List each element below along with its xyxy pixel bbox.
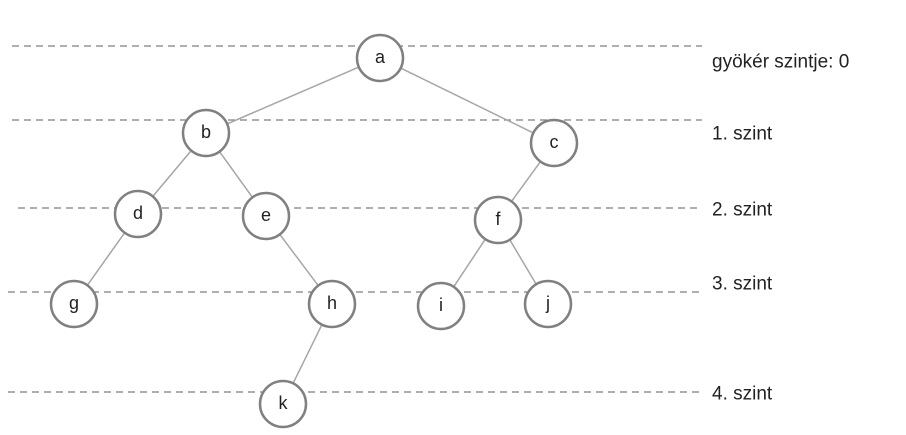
node-circle-d	[113, 189, 163, 239]
node-circle-c	[529, 118, 579, 168]
tree-node-c: c	[529, 118, 579, 168]
edge-a-c	[400, 67, 534, 134]
tree-edges	[86, 66, 542, 384]
node-label-a: a	[375, 47, 386, 67]
level-labels: gyökér szintje: 0 1. szint 2. szint 3. s…	[712, 52, 849, 405]
edge-f-j	[509, 239, 537, 285]
tree-node-i: i	[416, 281, 466, 331]
node-label-i: i	[439, 295, 443, 315]
node-circle-h	[307, 279, 357, 329]
node-label-e: e	[261, 205, 271, 225]
node-circle-a	[355, 33, 405, 83]
node-label-h: h	[327, 293, 337, 313]
edge-b-d	[152, 150, 192, 197]
node-label-c: c	[550, 132, 559, 152]
tree-node-h: h	[307, 279, 357, 329]
edge-e-h	[279, 233, 319, 287]
edge-d-g	[86, 232, 126, 286]
node-label-f: f	[495, 209, 501, 229]
tree-node-b: b	[181, 108, 231, 158]
tree-node-a: a	[355, 33, 405, 83]
edge-b-e	[218, 151, 254, 198]
edge-c-f	[510, 161, 542, 202]
level-label-1: 1. szint	[712, 124, 773, 145]
tree-nodes: a b c d e f g h i j k	[49, 33, 579, 429]
tree-node-d: d	[113, 189, 163, 239]
edge-f-i	[453, 238, 486, 288]
tree-node-k: k	[258, 379, 308, 429]
tree-node-e: e	[241, 191, 291, 241]
node-circle-e	[241, 191, 291, 241]
node-circle-j	[523, 279, 573, 329]
node-circle-b	[181, 108, 231, 158]
level-label-3: 3. szint	[712, 274, 773, 295]
node-circle-i	[416, 281, 466, 331]
tree-node-j: j	[523, 279, 573, 329]
level-label-4: 4. szint	[712, 384, 773, 405]
node-circle-k	[258, 379, 308, 429]
node-circle-f	[473, 195, 523, 245]
edge-h-k	[292, 324, 323, 384]
edge-a-b	[226, 66, 360, 125]
node-label-b: b	[201, 122, 211, 142]
tree-node-f: f	[473, 195, 523, 245]
level-lines	[8, 45, 702, 393]
node-circle-g	[49, 279, 99, 329]
level-label-root: gyökér szintje: 0	[712, 52, 849, 73]
node-label-j: j	[545, 293, 550, 313]
node-label-d: d	[133, 203, 143, 223]
node-label-g: g	[69, 293, 79, 313]
level-label-2: 2. szint	[712, 200, 773, 221]
tree-node-g: g	[49, 279, 99, 329]
node-label-k: k	[279, 393, 289, 413]
